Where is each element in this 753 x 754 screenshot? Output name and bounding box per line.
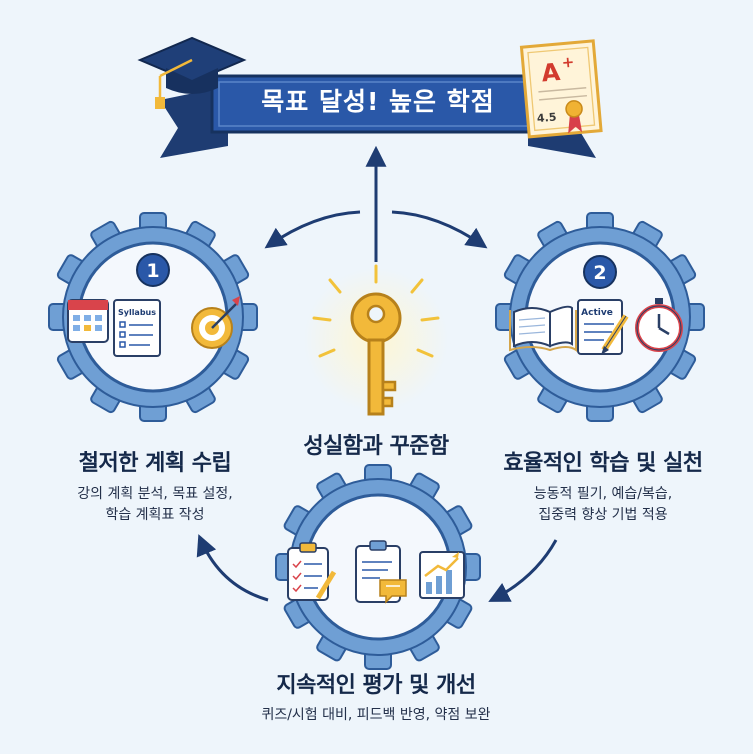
flow-arrows: [196, 145, 558, 602]
step-1-number-badge: [136, 253, 170, 287]
syllabus-document-icon: Syllabus: [113, 299, 161, 357]
active-notes-icon: Active: [577, 299, 629, 355]
step-2-desc-line-1: 능동적 필기, 예습/복습,: [533, 486, 673, 502]
graduation-cap-icon: [137, 36, 247, 109]
target-icon: [191, 296, 240, 349]
grade-letter: A: [540, 58, 561, 88]
grade-plus: +: [561, 53, 575, 72]
gear-step-2: 2 Active: [495, 212, 705, 422]
checklist-clipboard-icon: [287, 542, 337, 601]
step-2-number: 2: [593, 262, 606, 284]
syllabus-label: Syllabus: [118, 308, 156, 317]
step-1-number: 1: [146, 260, 159, 282]
gear-step-3: [275, 464, 481, 670]
certificate-icon: A + 4.5: [519, 39, 603, 139]
active-label: Active: [581, 308, 613, 318]
step-2-number-badge: [583, 255, 617, 289]
calendar-icon: [67, 299, 109, 343]
step-1-desc-line-2: 학습 계획표 작성: [105, 507, 205, 523]
open-book-icon: [509, 305, 577, 352]
key-icon: [304, 264, 448, 416]
step-1-title: 철저한 계획 수립: [78, 451, 232, 476]
center-label: 성실함과 꾸준함: [303, 434, 449, 459]
step-2-title: 효율적인 학습 및 실천: [503, 451, 703, 476]
stopwatch-icon: [635, 298, 683, 352]
step-3-desc: 퀴즈/시험 대비, 피드백 반영, 약점 보완: [261, 707, 491, 723]
feedback-clipboard-icon: [355, 540, 407, 604]
gpa-score: 4.5: [536, 110, 557, 125]
growth-chart-icon: [419, 551, 465, 599]
step-1-desc-line-1: 강의 계획 분석, 목표 설정,: [77, 486, 233, 502]
banner-title: 목표 달성! 높은 학점: [261, 87, 495, 116]
step-3-title: 지속적인 평가 및 개선: [276, 673, 476, 698]
gear-step-1: 1 Syllabus: [48, 212, 258, 422]
step-2-desc-line-2: 집중력 향상 기법 적용: [538, 507, 668, 523]
